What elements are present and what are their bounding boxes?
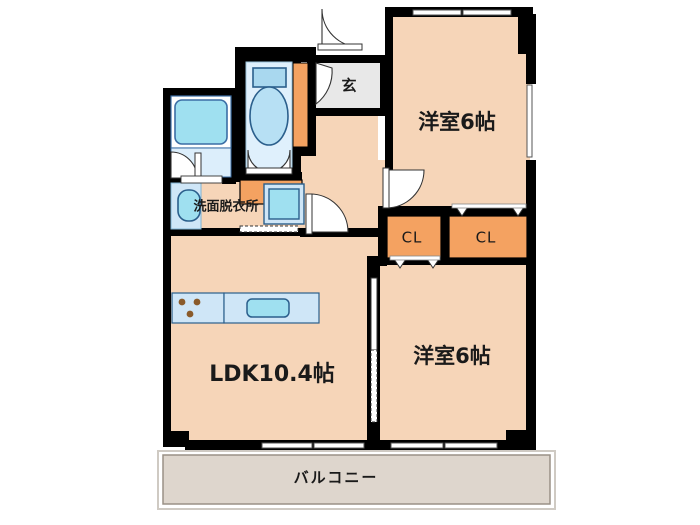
wall-hall-top bbox=[301, 92, 317, 102]
toilet-bowl bbox=[249, 86, 289, 146]
washroom-sliding-door bbox=[239, 225, 299, 233]
window-bedroom-s-1 bbox=[390, 442, 444, 449]
washing-machine bbox=[268, 188, 300, 220]
window-bedroom-s-2 bbox=[444, 442, 498, 449]
window-ldk-2 bbox=[313, 442, 365, 449]
wall-closet-divider bbox=[440, 216, 449, 260]
washroom-top-opening bbox=[180, 175, 223, 184]
wall-bedroom-n-right-a bbox=[526, 14, 536, 84]
stove-burner-3 bbox=[186, 310, 194, 318]
kitchen-sink bbox=[246, 298, 290, 318]
wall-toilet-bottom bbox=[235, 172, 302, 182]
label-genkan: 玄 bbox=[341, 77, 356, 95]
window-bedroom-n-top-2 bbox=[462, 9, 512, 16]
wall-genkan-right bbox=[380, 55, 388, 115]
wall-left-ldk bbox=[163, 233, 171, 439]
wall-genkan-top bbox=[316, 55, 388, 63]
toilet-door-leaf bbox=[245, 167, 293, 175]
window-bedroom-n-right bbox=[526, 84, 533, 158]
wall-shoe-right bbox=[307, 55, 316, 156]
mid-sliding-door-panel-1 bbox=[370, 277, 378, 351]
label-balcony: バルコニー bbox=[294, 469, 379, 487]
ldk-door-leaf bbox=[305, 193, 313, 235]
wall-bedroom-n-left bbox=[385, 14, 393, 214]
closet-right-track bbox=[451, 203, 527, 209]
toilet-tank bbox=[252, 67, 287, 88]
bathtub bbox=[174, 99, 228, 145]
windows bbox=[261, 9, 533, 449]
entrance-door-leaf bbox=[317, 43, 363, 51]
wall-bedroom-s-right bbox=[526, 265, 536, 450]
wall-washroom-bottom bbox=[163, 228, 308, 236]
wall-shoe-bottom bbox=[285, 147, 315, 156]
window-bedroom-n-top-1 bbox=[412, 9, 462, 16]
kitchen-stove bbox=[171, 292, 225, 324]
label-washroom: 洗面脱衣所 bbox=[193, 199, 258, 215]
label-closet-right: CL bbox=[476, 229, 497, 247]
labels: 洋室6帖 洋室6帖 LDK10.4帖 洗面脱衣所 玄 バルコニー CL CL bbox=[193, 77, 497, 487]
doors bbox=[305, 8, 425, 423]
ldk-floor bbox=[170, 233, 367, 447]
shoe-closet-door-swing bbox=[315, 62, 333, 106]
wall-left-bath bbox=[163, 88, 171, 178]
closet-left-track bbox=[389, 255, 441, 261]
label-ldk: LDK10.4帖 bbox=[209, 362, 335, 387]
balcony-outer-rail bbox=[157, 450, 556, 510]
stove-burner-2 bbox=[193, 298, 201, 306]
balcony-outline bbox=[162, 454, 551, 505]
bedroom-south-floor bbox=[380, 262, 530, 447]
bedroom-north-floor bbox=[393, 17, 530, 213]
wall-bedroom-n-right-b bbox=[526, 160, 536, 220]
window-ldk-1 bbox=[261, 442, 313, 449]
wall-closet-right-edge bbox=[526, 216, 536, 266]
label-bedroom-south: 洋室6帖 bbox=[413, 344, 491, 368]
label-bedroom-north: 洋室6帖 bbox=[418, 110, 496, 134]
label-closet-left: CL bbox=[402, 229, 423, 247]
wall-washroom-top-b bbox=[222, 176, 236, 184]
shoe-closet bbox=[292, 62, 309, 148]
wall-top-bath bbox=[163, 88, 235, 96]
wall-left-washroom bbox=[163, 178, 171, 236]
balcony-floor bbox=[163, 455, 550, 504]
wall-genkan-bottom bbox=[316, 108, 388, 116]
wall-toilet-left bbox=[235, 47, 246, 180]
stove-burner-1 bbox=[178, 298, 186, 306]
wall-washroom-top-a bbox=[163, 176, 181, 184]
mid-sliding-door-panel-2 bbox=[370, 349, 378, 423]
wall-closet-bottom bbox=[378, 256, 536, 265]
ldk-door-swing bbox=[309, 193, 349, 233]
washroom-fixtures bbox=[170, 175, 305, 233]
toilet-fixtures bbox=[245, 61, 293, 175]
bedroom-north-door-leaf bbox=[382, 167, 390, 209]
wall-bottom-left-notch bbox=[163, 431, 189, 447]
closet-left bbox=[386, 215, 442, 259]
bathroom-fixtures bbox=[170, 95, 232, 180]
closet-right bbox=[448, 215, 528, 259]
kitchen-fixtures bbox=[171, 292, 320, 324]
vanity-sink bbox=[177, 189, 201, 222]
bath-door-leaf bbox=[194, 152, 202, 180]
